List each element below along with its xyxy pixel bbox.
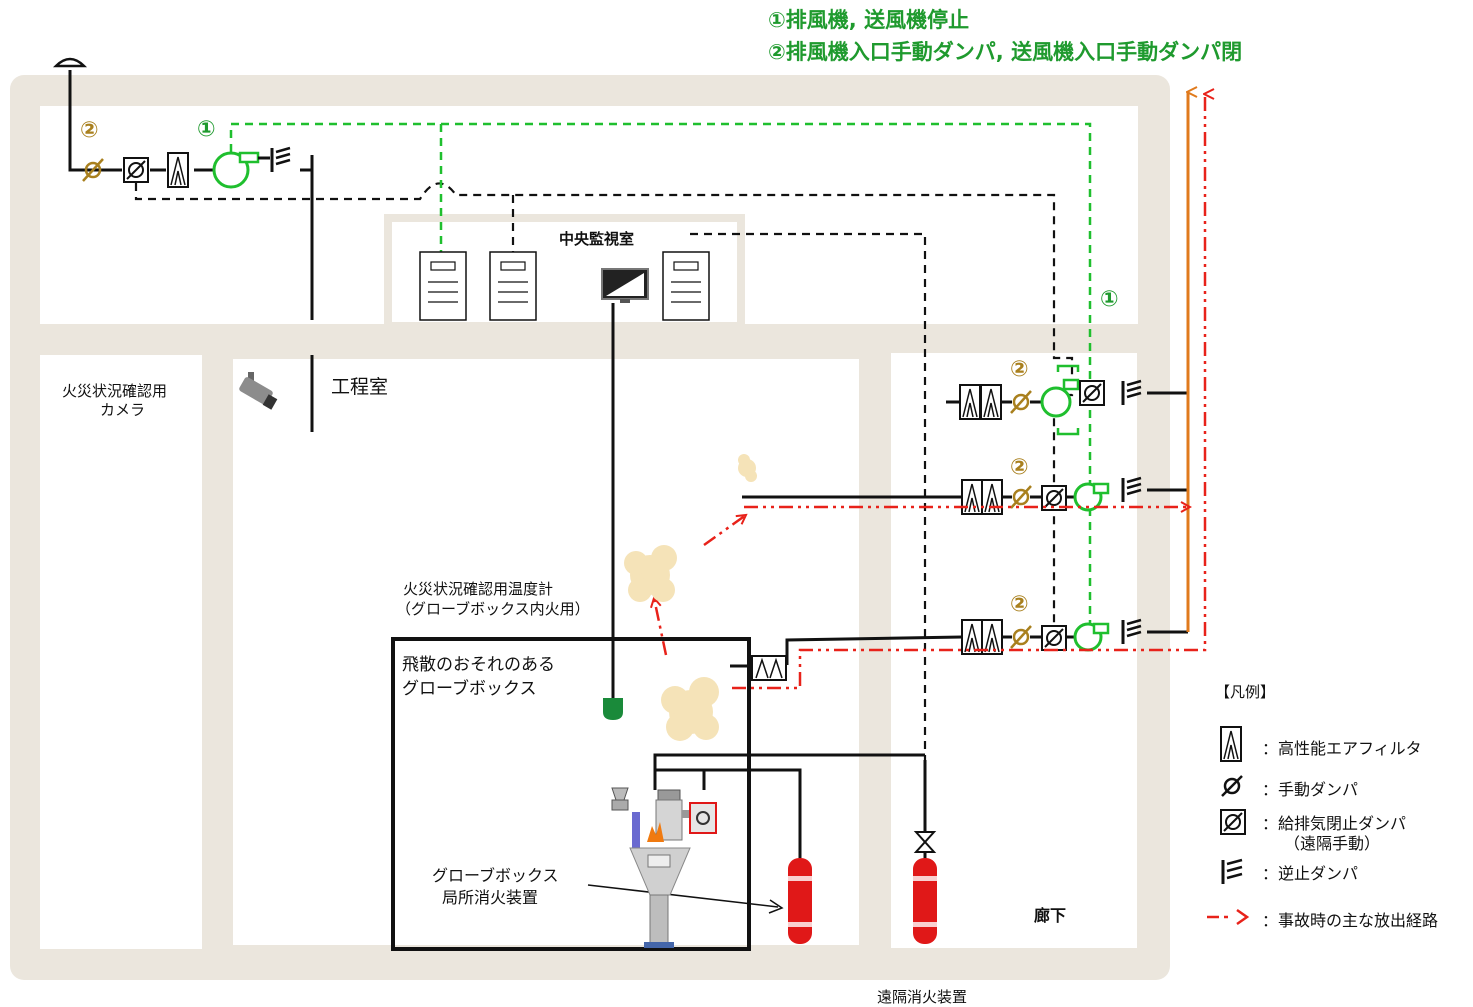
legend-isolation-damper-text: ：給排気閉止ダンパ bbox=[1262, 814, 1407, 833]
legend-release-path-text: ：事故時の主な放出経路 bbox=[1262, 911, 1439, 930]
glovebox-label-1: 飛散のおそれのある bbox=[402, 655, 555, 675]
rooftop-vent-icon bbox=[52, 57, 88, 68]
manual-damper-row1-icon bbox=[1010, 390, 1032, 414]
glovebox-label-2: グローブボックス bbox=[402, 679, 537, 699]
supply-fan-row1-icon bbox=[1040, 364, 1080, 436]
local-extinguisher-label-2: 局所消火装置 bbox=[442, 888, 539, 907]
hepa-filter-row1-icon bbox=[959, 384, 1002, 420]
legend-hepa-text: ：高性能エアフィルタ bbox=[1262, 739, 1422, 758]
hepa-filter-row2-icon bbox=[961, 479, 1003, 515]
manual-damper-row2-icon bbox=[1010, 485, 1032, 509]
legend-isolation-damper-icon bbox=[1220, 809, 1246, 835]
supply-line-top bbox=[68, 70, 314, 432]
corridor-label: 廊下 bbox=[1034, 906, 1067, 925]
isolation-damper-row3-icon bbox=[1041, 625, 1067, 651]
smoke-cloud-2 bbox=[624, 545, 677, 602]
legend-check-damper-icon bbox=[1221, 858, 1243, 884]
building-walls bbox=[10, 75, 1170, 980]
control-room-label: 中央監視室 bbox=[559, 230, 635, 248]
legend-title: 【凡例】 bbox=[1215, 683, 1276, 701]
exhaust-fan-row3-icon bbox=[1073, 622, 1110, 652]
isolation-damper-row1-icon bbox=[1079, 380, 1105, 406]
camera-icon bbox=[239, 372, 278, 410]
smoke-cloud-3 bbox=[738, 454, 757, 482]
manual-damper-row3-icon bbox=[1010, 625, 1032, 649]
legend-hepa-filter-icon bbox=[1220, 726, 1242, 762]
legend-check-damper-text: ：逆止ダンパ bbox=[1262, 864, 1359, 883]
isolation-damper-top-icon bbox=[123, 157, 149, 183]
control-panel-2 bbox=[489, 251, 537, 321]
local-extinguisher-label-1: グローブボックス bbox=[432, 866, 559, 885]
step1-note: ①排風機, 送風機停止 bbox=[768, 8, 970, 32]
exhaust-fan-row2-icon bbox=[1073, 482, 1110, 512]
process-equipment-icon bbox=[611, 787, 717, 948]
manual-damper-top-icon bbox=[82, 158, 104, 182]
hepa-filter-glovebox-icon bbox=[751, 655, 787, 681]
step2-marker-row3: ② bbox=[1010, 592, 1029, 617]
thermometer-label-1: 火災状況確認用温度計 bbox=[403, 580, 554, 598]
leader-line bbox=[587, 884, 779, 908]
smoke-cloud-1 bbox=[661, 677, 719, 741]
step1-marker-top: ① bbox=[197, 117, 216, 142]
supply-fan-top-icon bbox=[212, 151, 270, 189]
monitor-icon bbox=[601, 268, 649, 303]
control-panel-3 bbox=[662, 251, 710, 321]
control-signal-lines bbox=[134, 182, 1074, 760]
legend-isolation-damper-sub: （遠隔手動） bbox=[1284, 834, 1381, 853]
remote-extinguisher-cylinder bbox=[913, 858, 937, 944]
step2-marker-row1: ② bbox=[1010, 357, 1029, 382]
step2-marker-top: ② bbox=[80, 118, 99, 143]
step2-marker-row2: ② bbox=[1010, 455, 1029, 480]
stop-signal-lines bbox=[229, 122, 1092, 628]
local-extinguisher-cylinder bbox=[788, 858, 812, 944]
release-path-lines bbox=[654, 94, 1205, 690]
step2-note: ②排風機入口手動ダンパ, 送風機入口手動ダンパ閉 bbox=[768, 40, 1243, 64]
remote-extinguisher-label: 遠隔消火装置 bbox=[877, 988, 968, 1006]
hepa-filter-top-icon bbox=[167, 152, 189, 188]
step1-marker-right: ① bbox=[1100, 287, 1119, 312]
thermometer-label-2: （グローブボックス内火用） bbox=[396, 600, 590, 618]
fire-camera-label-2: カメラ bbox=[100, 401, 146, 419]
thermometer-sensor-icon bbox=[603, 698, 623, 720]
legend-manual-damper-icon bbox=[1221, 775, 1243, 797]
valve-icon bbox=[913, 831, 937, 853]
control-panel-1 bbox=[419, 251, 467, 321]
legend-release-path-icon bbox=[1207, 908, 1250, 926]
fire-camera-label-1: 火災状況確認用 bbox=[62, 382, 168, 400]
process-room-label: 工程室 bbox=[331, 376, 389, 398]
legend-manual-damper-text: ：手動ダンパ bbox=[1262, 780, 1359, 799]
glovebox-frame bbox=[391, 637, 751, 951]
